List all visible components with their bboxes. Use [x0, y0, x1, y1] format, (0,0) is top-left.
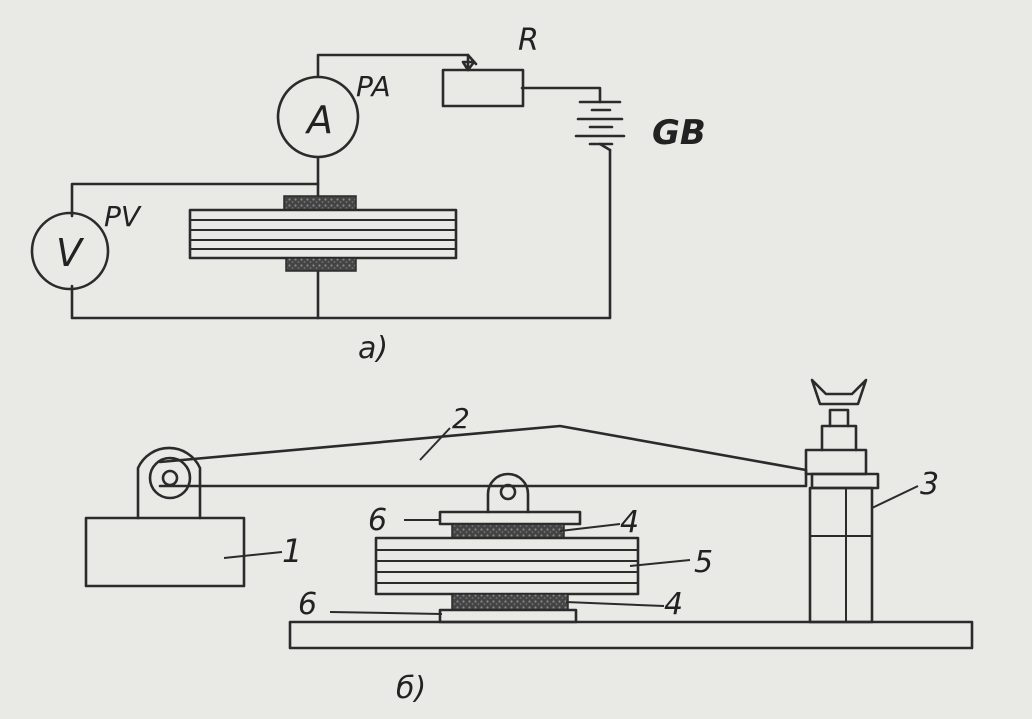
electrode-pad-top — [283, 195, 357, 211]
caption-b: б) — [396, 671, 426, 706]
wire-top — [316, 53, 470, 78]
hinge-pin — [499, 483, 517, 501]
top-plate — [438, 510, 582, 526]
sample-pack — [374, 536, 640, 596]
battery-label: GB — [652, 113, 706, 153]
leader-1 — [223, 551, 283, 559]
lever — [158, 424, 808, 488]
press-fixture: 2 1 3 6 4 5 4 6 б) — [84, 378, 974, 706]
pulley — [148, 456, 192, 500]
callout-4-bottom: 4 — [664, 587, 683, 622]
callout-6-top: 6 — [368, 503, 387, 538]
wire-voltmeter-top — [70, 182, 320, 218]
rheostat-label: R — [518, 23, 539, 58]
hinge-eye — [486, 472, 530, 514]
callout-1: 1 — [282, 532, 302, 570]
voltmeter-label: PV — [104, 200, 142, 233]
pulley-axle — [161, 469, 179, 487]
wire-rheostat-to-battery — [520, 86, 602, 104]
pulley-bracket — [136, 446, 202, 520]
base-plate — [288, 620, 974, 650]
leader-5 — [629, 559, 691, 567]
circuit-diagram: R GB A PA V PV а) — [30, 23, 706, 366]
callout-4-top: 4 — [620, 505, 639, 540]
callout-3: 3 — [920, 467, 939, 502]
bottom-pad — [451, 593, 569, 611]
battery — [574, 100, 626, 152]
voltmeter-symbol: V — [56, 231, 85, 275]
ammeter-symbol: A — [304, 98, 333, 142]
voltmeter — [30, 211, 110, 291]
callout-6-bottom: 6 — [298, 587, 317, 622]
leader-4-bottom — [565, 601, 665, 607]
leader-6-bottom — [329, 611, 443, 615]
electrode-pad-bottom — [285, 257, 357, 272]
leader-3 — [871, 485, 919, 509]
stand — [804, 378, 880, 624]
ammeter — [276, 75, 360, 159]
callout-2: 2 — [452, 402, 470, 435]
laminated-pack — [188, 208, 458, 260]
top-pad — [451, 523, 565, 539]
rheostat-slider — [461, 53, 478, 72]
ammeter-label: PA — [356, 70, 391, 103]
caption-a: а) — [358, 331, 388, 366]
rheostat — [441, 68, 525, 108]
leader-2 — [419, 427, 451, 461]
wire-voltmeter-bottom — [70, 148, 612, 320]
weight — [84, 516, 246, 588]
callout-5: 5 — [694, 545, 713, 580]
bottom-plate — [438, 608, 578, 624]
leader-4-top — [559, 523, 621, 532]
